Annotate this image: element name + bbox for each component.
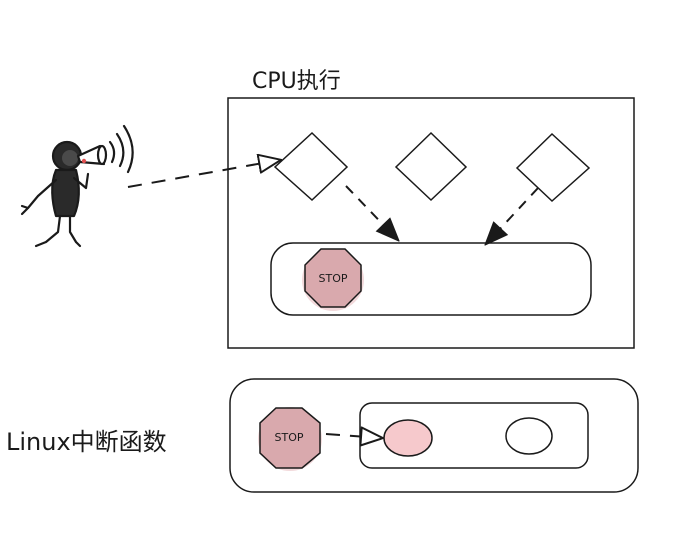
megaphone-mouth xyxy=(96,144,108,166)
execution-queue xyxy=(270,242,592,316)
person-arm-right xyxy=(72,172,90,190)
interrupt-box xyxy=(229,378,639,493)
task-node-3 xyxy=(515,132,591,203)
arrow-stop-to-handler xyxy=(325,434,382,438)
megaphone-accent xyxy=(81,158,87,164)
person-face xyxy=(62,150,78,166)
stop-sign-label: STOP xyxy=(319,272,348,285)
task-node-2 xyxy=(394,131,468,202)
stop-sign-label: STOP xyxy=(275,431,304,444)
cpu-box xyxy=(227,97,635,349)
task-node-1 xyxy=(273,131,349,202)
person-arm-left xyxy=(20,178,58,216)
person-with-megaphone-icon xyxy=(20,124,134,248)
person-leg-left xyxy=(34,214,62,248)
arrow-signal-to-cpu xyxy=(127,160,280,188)
person-leg-right xyxy=(68,214,82,248)
sound-wave-3 xyxy=(122,124,134,174)
arrow-node3-to-queue xyxy=(486,187,539,244)
sound-wave-1 xyxy=(108,140,116,164)
cpu-box-title: CPU执行 xyxy=(252,69,341,94)
person-body xyxy=(51,168,80,218)
stop-sign-octagon xyxy=(259,407,321,469)
arrow-node1-to-queue xyxy=(345,185,398,240)
stop-sign-octagon xyxy=(304,248,362,308)
active-handler-node xyxy=(383,419,433,457)
sound-wave-2 xyxy=(115,132,125,168)
stop-sign-icon: STOP xyxy=(258,407,322,471)
stop-sign-icon: STOP xyxy=(302,248,364,311)
idle-handler-node xyxy=(505,417,553,455)
interrupt-box-title: Linux中断函数 xyxy=(6,428,167,456)
